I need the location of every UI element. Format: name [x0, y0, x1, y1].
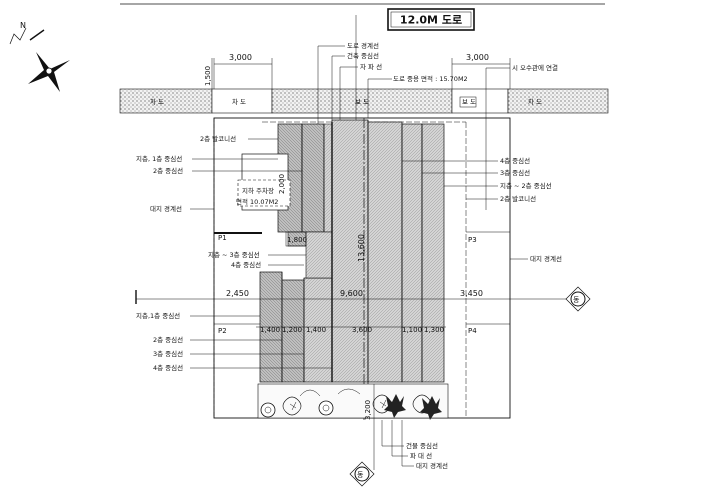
dim-small-box: 1,800	[287, 236, 307, 244]
label-floor3-center: 3층 중심선	[500, 168, 530, 177]
road-label-right: 차 도	[528, 97, 542, 106]
dim-mid-right: 3,450	[460, 289, 483, 298]
label-site-boundary-right: 대지 경계선	[530, 254, 562, 263]
bldg-strip-3	[331, 119, 369, 383]
bldg-strip-4	[367, 121, 403, 383]
north-label: N	[20, 21, 26, 30]
dim-vertical-main: 13,600	[357, 234, 366, 262]
shrub-icon	[282, 396, 302, 416]
road-label-center: 보 도	[355, 98, 369, 106]
landscape-band	[257, 383, 449, 419]
label-setback: 자 파 선	[360, 62, 382, 71]
label-basement-1f: 지층, 1층 중심선	[136, 154, 182, 163]
dim-mid-left: 2,450	[226, 289, 249, 298]
label-basement-1f-low: 지층,1층 중심선	[136, 311, 180, 320]
marker-p3: P3	[468, 236, 477, 244]
label-floor2-low: 2층 중심선	[153, 335, 183, 344]
row-dim-2: 1,200	[282, 326, 302, 334]
label-road-area: 도로 중용 면적 : 15.70M2	[393, 74, 468, 83]
tree-icon	[260, 402, 276, 418]
marker-p2: P2	[218, 327, 227, 335]
label-setback-bottom: 파 대 선	[410, 451, 432, 460]
label-floor3-low: 3층 중심선	[153, 349, 183, 358]
conifer-icon-2	[420, 396, 442, 420]
dim-mid-center: 9,600	[340, 289, 363, 298]
dim-top-right: 3,000	[466, 53, 489, 62]
bldg-strip-2	[301, 123, 325, 233]
row-dim-5: 1,100	[402, 326, 422, 334]
parking-label: 지하 주차장	[242, 186, 274, 195]
road-sidewalk-center	[271, 88, 453, 114]
row-dim-6: 1,300	[424, 326, 444, 334]
north-arrow-icon	[9, 27, 70, 92]
label-site-boundary-left: 대지 경계선	[150, 204, 182, 213]
road-lane-left	[211, 88, 273, 114]
section-marker-bottom	[349, 461, 375, 487]
row-dim-3: 1,400	[306, 326, 326, 334]
road-label-left: 차 도	[150, 97, 164, 106]
title-box	[387, 8, 475, 31]
label-corner-cut: 시 오수관에 연결	[512, 63, 558, 72]
label-floor4-center: 4층 중심선	[500, 156, 530, 165]
label-basement-3f: 지층 ~ 3층 중심선	[208, 250, 260, 259]
label-balcony-2f-right: 2층 발코니선	[500, 194, 536, 203]
label-bldg-line: 건축 중심선	[347, 51, 379, 60]
row-dim-1: 1,400	[260, 326, 280, 334]
dim-side-left: 1,500	[204, 66, 212, 86]
title-text: 12.0M 도로	[400, 14, 462, 27]
label-floor2-center: 2층 중심선	[153, 166, 183, 175]
road-label-right-small: 보 도	[462, 98, 476, 106]
marker-p1: P1	[218, 234, 227, 242]
road-strip-right	[507, 88, 609, 114]
label-site-boundary-bottom: 대지 경계선	[416, 461, 448, 470]
label-basement-2f: 지층 ~ 2층 중심선	[500, 181, 552, 190]
label-floor4-left: 4층 중심선	[231, 260, 261, 269]
label-bldg-center-bottom: 건물 중심선	[406, 441, 438, 450]
marker-right-label: 동	[573, 296, 580, 304]
tree-icon-2	[318, 400, 334, 416]
bldg-strip-5	[401, 123, 423, 383]
road-label-mid-left: 차 도	[232, 97, 246, 106]
marker-p4: P4	[468, 327, 477, 335]
dim-strip-left: 2,000	[278, 174, 286, 194]
marker-bottom-label: 동	[357, 471, 364, 479]
label-road-boundary: 도로 경계선	[347, 41, 379, 50]
road-strip-left	[119, 88, 213, 114]
dim-top-left: 3,000	[229, 53, 252, 62]
dim-bottom-vertical: 3,200	[364, 400, 372, 420]
label-balcony-2f-top: 2층 발코니선	[200, 134, 236, 143]
label-floor4-low: 4층 중심선	[153, 363, 183, 372]
section-marker-right	[565, 286, 591, 312]
conifer-icon	[384, 394, 406, 418]
parking-area: 면적 10.07M2	[236, 197, 278, 206]
bldg-strip-6	[421, 123, 445, 383]
row-dim-4: 3,600	[352, 326, 372, 334]
